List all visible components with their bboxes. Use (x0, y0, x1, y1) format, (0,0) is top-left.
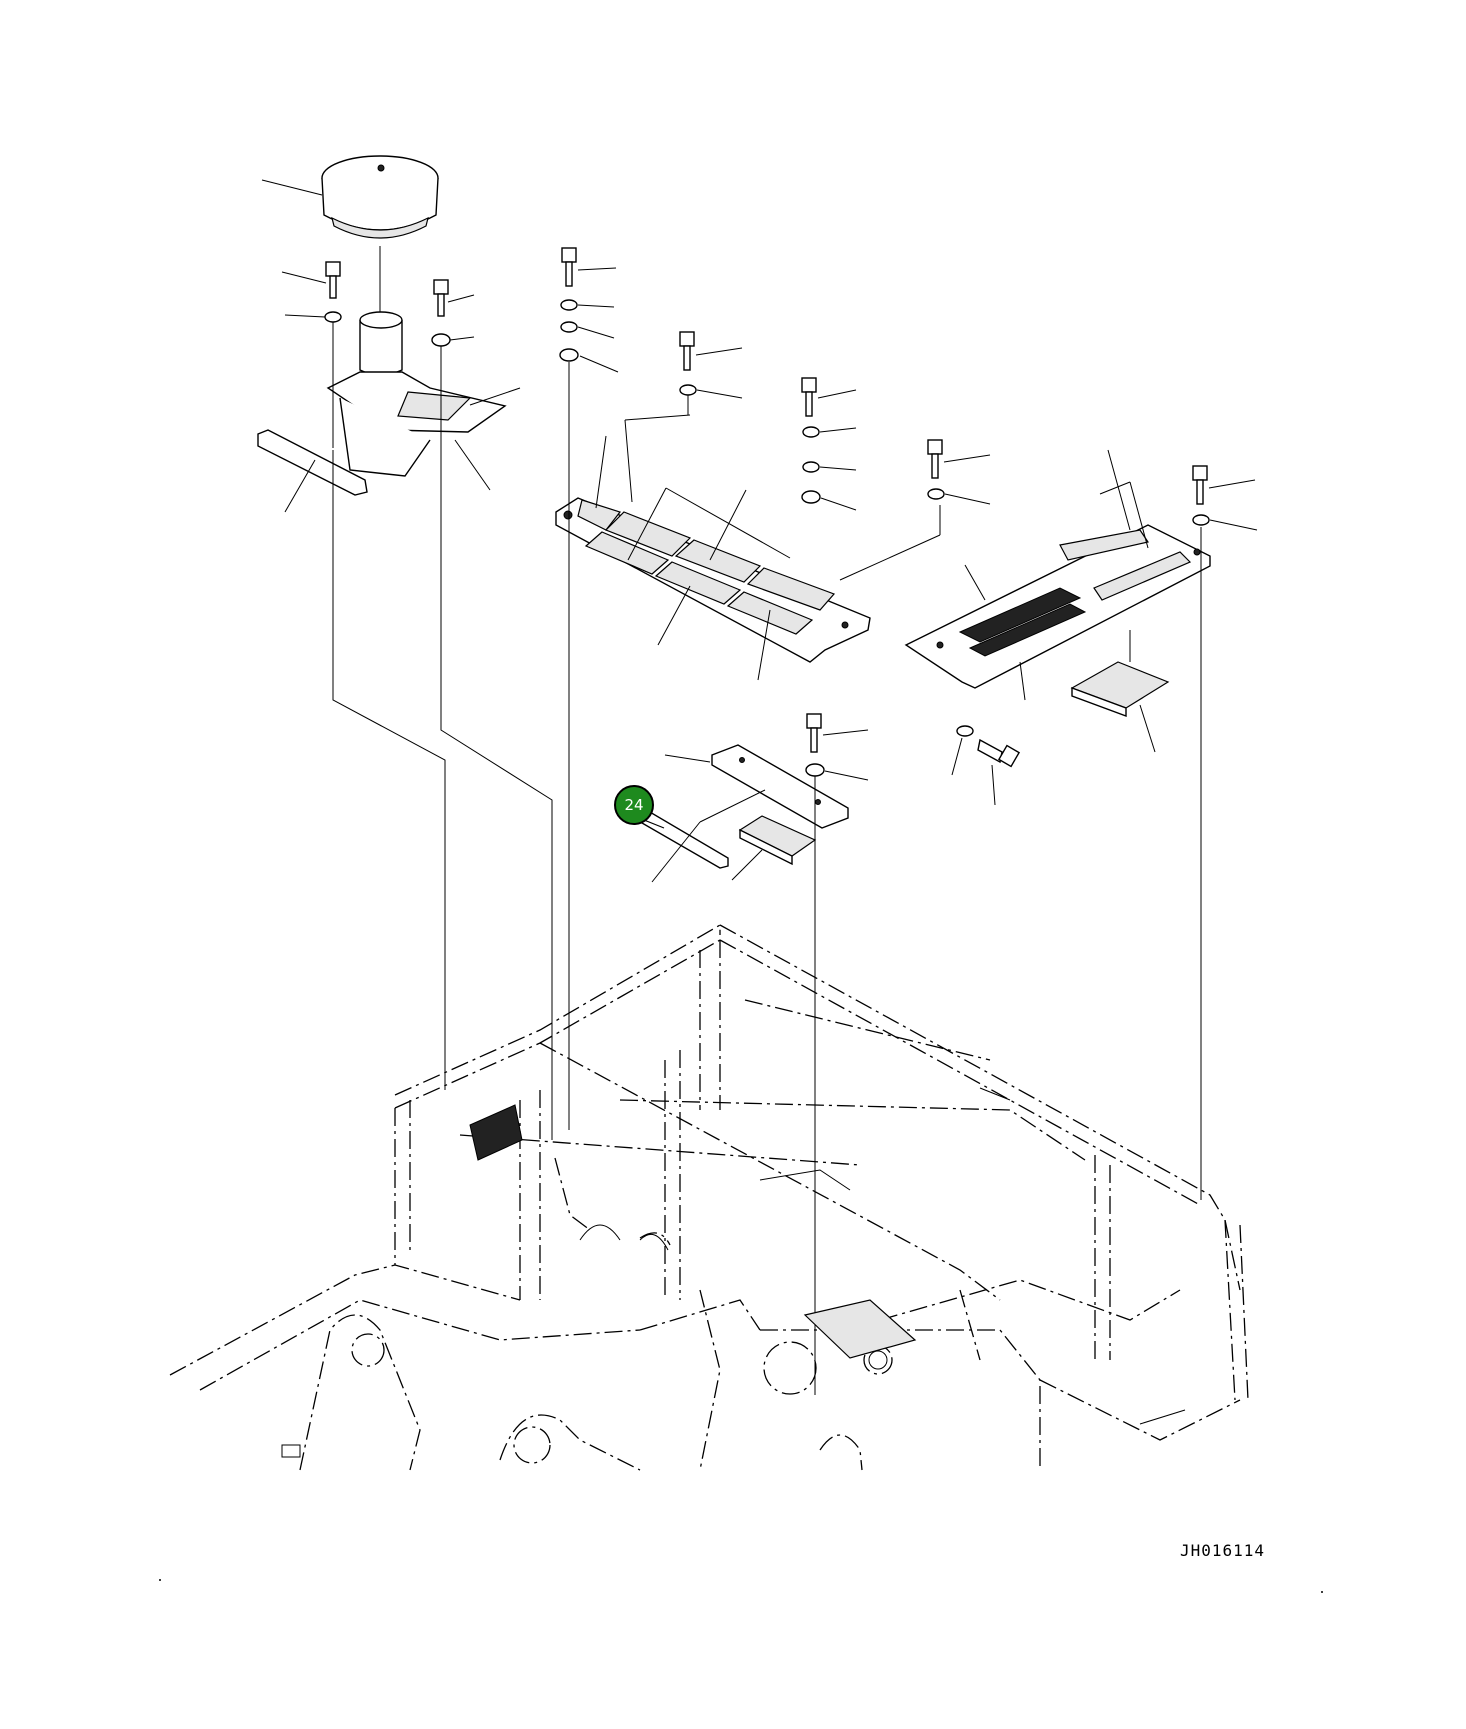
washer-middle-1b (560, 321, 578, 333)
alignment-lines (332, 362, 1202, 1200)
bolt-right-1 (1192, 465, 1208, 505)
leader-lines-loose-bolt (951, 737, 996, 806)
floor-plate-right (904, 524, 1211, 689)
washer-middle-1c (559, 348, 579, 362)
bolt-middle-4 (927, 439, 943, 479)
leader-lines-middle-plate (595, 395, 941, 681)
washer-middle-2 (679, 384, 697, 396)
lower-frame (169, 1157, 1241, 1471)
spacer-block (738, 815, 817, 866)
washer-left-1 (324, 311, 342, 323)
callout-circle[interactable] (614, 785, 654, 825)
drawing-code: JH016114 (1180, 1541, 1265, 1560)
bolt-middle-3 (801, 377, 817, 417)
washer-middle-4 (927, 488, 945, 500)
stray-dot-left (159, 1579, 161, 1581)
washer-center (805, 763, 825, 777)
leader-lines-bolt-col-3 (817, 389, 857, 511)
leader-lines-right-plate (964, 449, 1156, 753)
callout-label: 24 (624, 796, 643, 814)
leader-lines-center (651, 729, 869, 1395)
floor-plate-middle (555, 497, 871, 663)
leader-lines-bolt-right (1208, 479, 1258, 531)
leader-lines-bolt-col-4 (943, 454, 991, 505)
air-cleaner-body (326, 311, 507, 477)
stray-dot-right (1321, 1591, 1323, 1593)
washer-middle-3b (802, 461, 820, 473)
washer-middle-3c (801, 490, 821, 504)
leader-lines-bolt-col-2 (695, 347, 743, 399)
washer-right-1 (1192, 514, 1210, 526)
pad-right (1070, 661, 1170, 718)
washer-middle-1a (560, 299, 578, 311)
bolt-middle-2 (679, 331, 695, 371)
bolt-left-1 (325, 261, 341, 299)
bolt-left-2 (433, 279, 449, 317)
washer-middle-3a (802, 426, 820, 438)
cover-plate-small (711, 744, 849, 829)
bracket-bar-left (257, 429, 368, 496)
washer-left-2 (431, 333, 451, 347)
callout-marker[interactable]: 24 (614, 785, 665, 829)
leader-lines-bolt-col-1 (577, 267, 619, 373)
washer-loose (956, 725, 974, 737)
bolt-middle-1 (561, 247, 577, 287)
air-cleaner-cap (321, 155, 439, 239)
bolt-loose (977, 738, 1021, 768)
bolt-center (806, 713, 822, 753)
frame-details (281, 1087, 1186, 1458)
leader-lines-left (261, 179, 521, 513)
